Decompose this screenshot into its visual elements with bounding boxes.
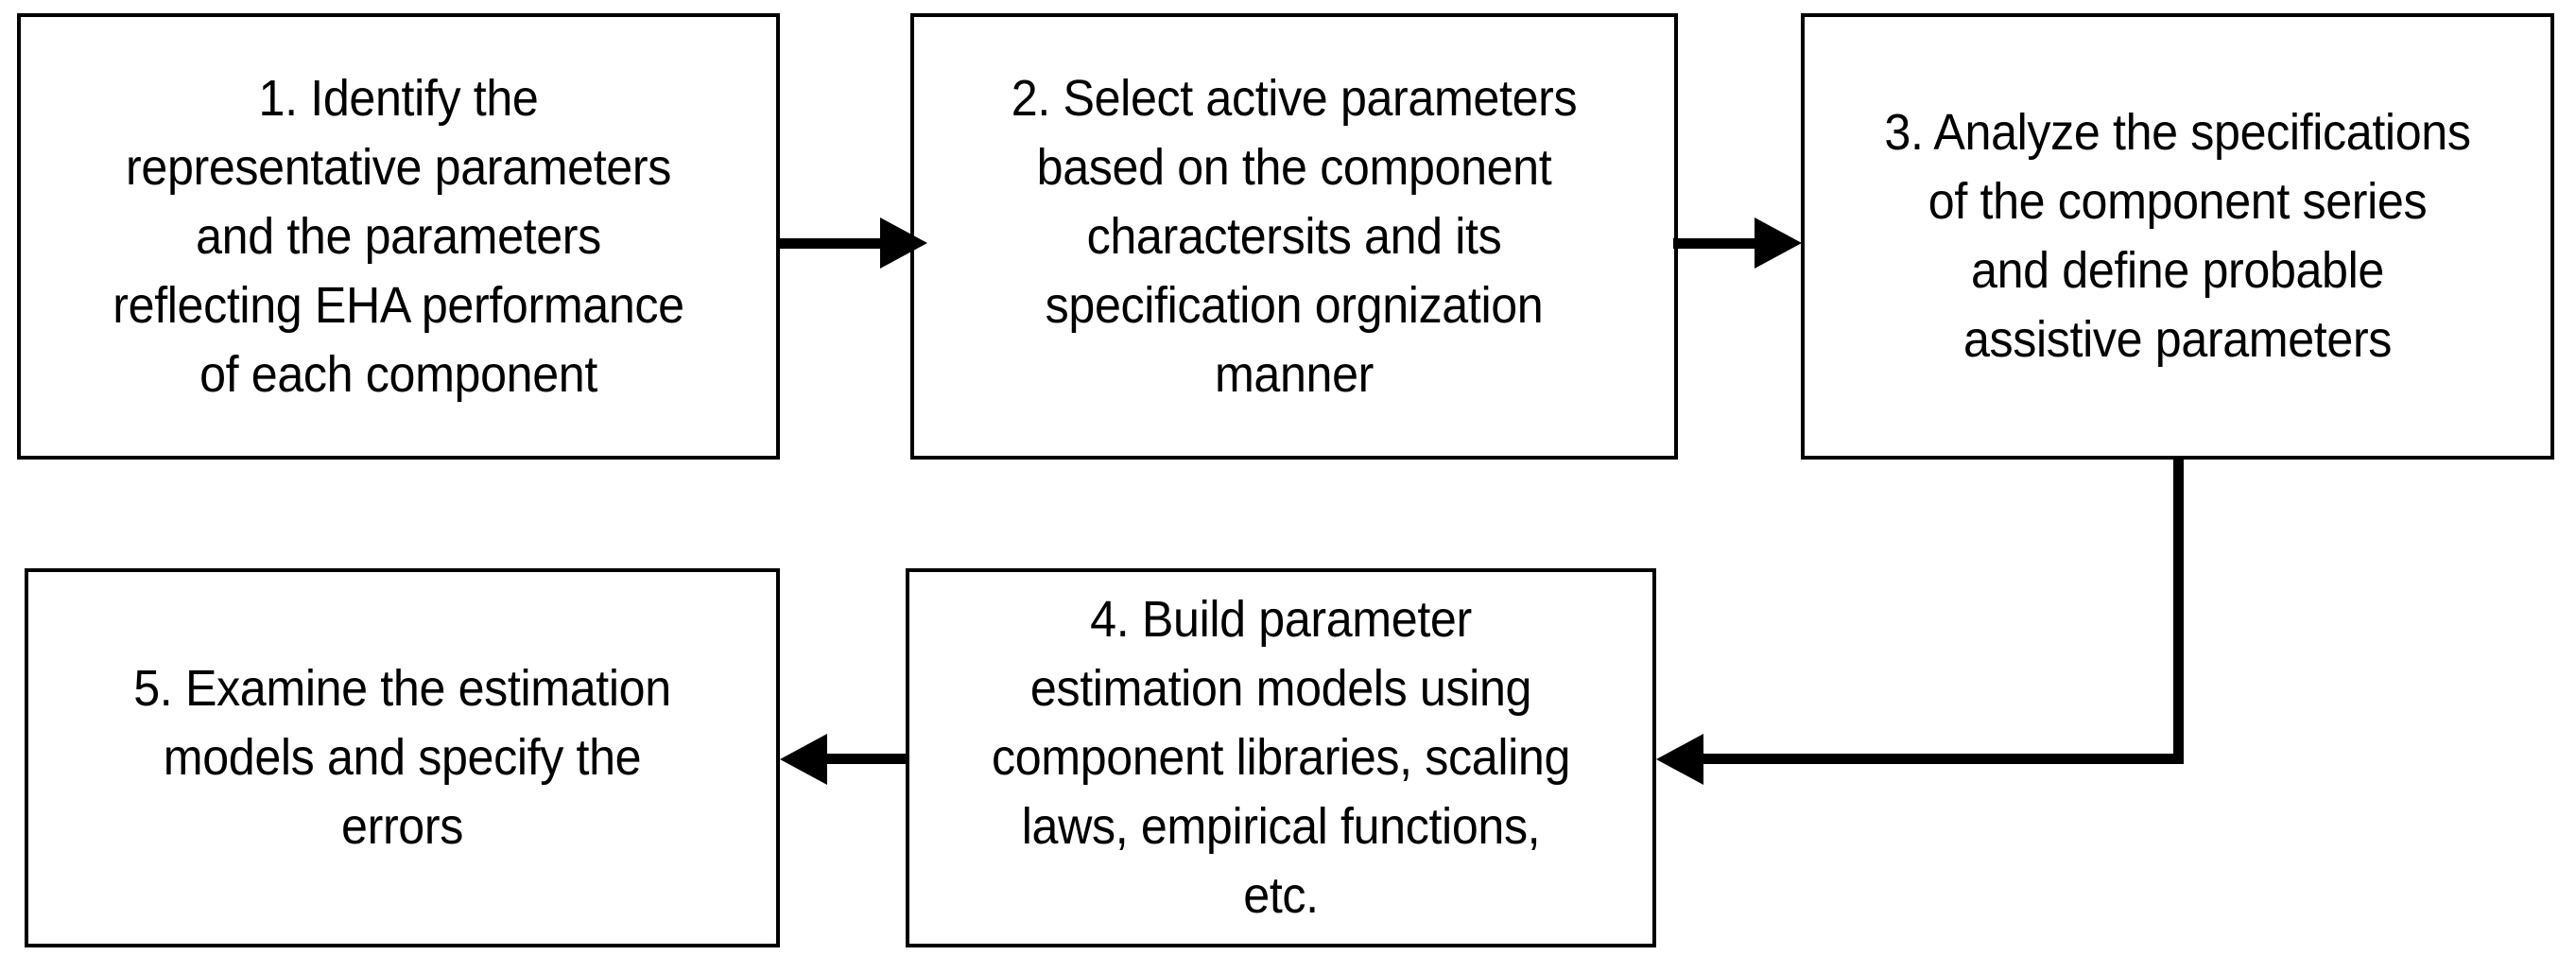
edge-step-1-to-step-2-line [778, 238, 882, 249]
flow-node-step-4-label: 4. Build parameter estimation models usi… [991, 591, 1571, 924]
flow-node-step-3[interactable]: 3. Analyze the specifications of the com… [1801, 13, 2554, 460]
edge-step-4-to-step-5-line [827, 754, 908, 764]
flow-node-step-4[interactable]: 4. Build parameter estimation models usi… [906, 568, 1656, 947]
flow-node-step-5[interactable]: 5. Examine the estimation models and spe… [25, 568, 780, 947]
edge-step-3-to-step-4-horizontal-line [1703, 754, 2184, 764]
arrow-right-icon [1755, 217, 1802, 269]
arrow-right-icon [880, 217, 927, 269]
flow-node-step-2-label: 2. Select active parameters based on the… [1011, 69, 1578, 403]
flow-node-step-5-label: 5. Examine the estimation models and spe… [133, 660, 671, 855]
arrow-left-icon [1656, 734, 1703, 785]
edge-step-2-to-step-3-line [1673, 238, 1756, 249]
flow-node-step-1[interactable]: 1. Identify the representative parameter… [17, 13, 780, 460]
flow-node-step-1-label: 1. Identify the representative parameter… [112, 69, 684, 403]
flow-node-step-2[interactable]: 2. Select active parameters based on the… [910, 13, 1678, 460]
arrow-left-icon [780, 734, 827, 785]
flow-node-step-3-label: 3. Analyze the specifications of the com… [1884, 104, 2471, 368]
edge-step-3-to-step-4-vertical-line [2173, 457, 2184, 761]
